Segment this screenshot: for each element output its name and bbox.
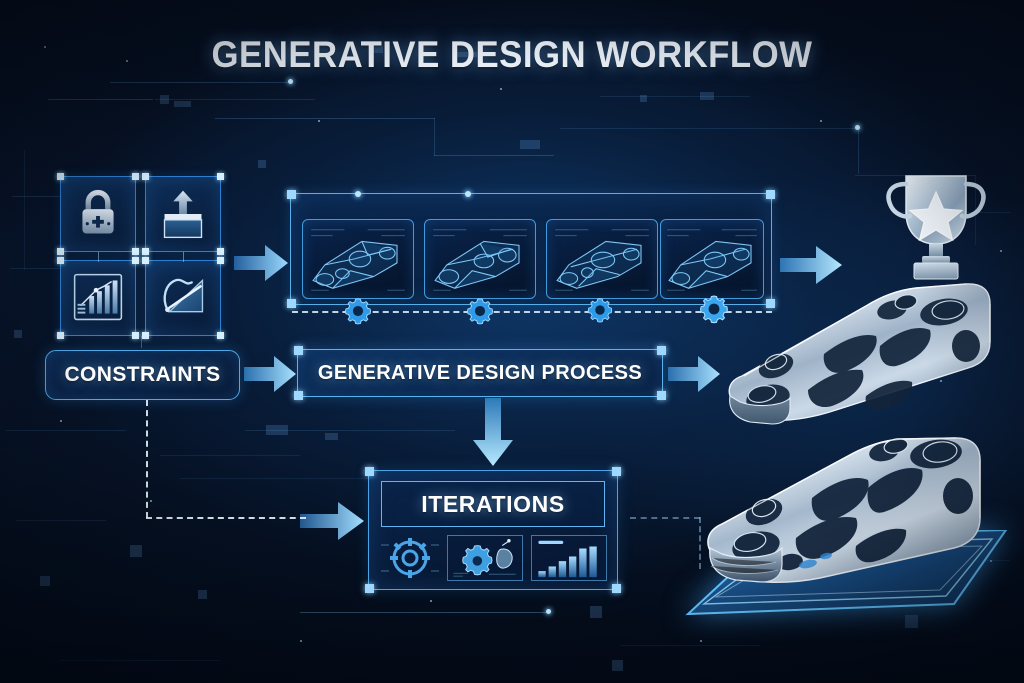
vignette-overlay: [0, 0, 1024, 683]
infographic-canvas: GENERATIVE DESIGN WORKFLOW: [0, 0, 1024, 683]
